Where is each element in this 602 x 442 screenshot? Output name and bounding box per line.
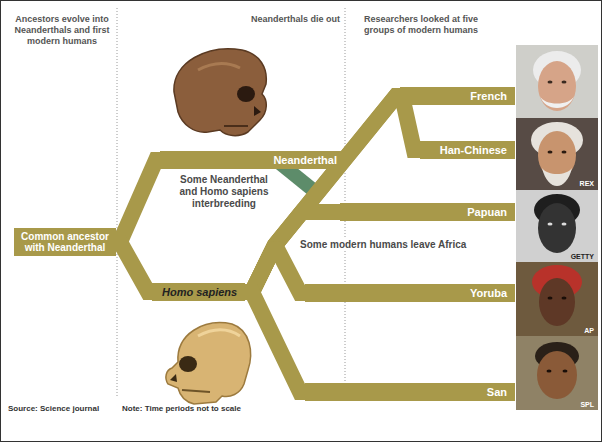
beard xyxy=(540,96,574,108)
face xyxy=(537,351,577,399)
eye xyxy=(548,297,553,300)
clade-band: Neanderthal xyxy=(160,151,345,169)
header-note: Ancestors evolve into Neanderthals and f… xyxy=(10,14,114,47)
eye xyxy=(562,81,567,84)
clade-band: Homo sapiens xyxy=(152,283,245,301)
photo-credit: GETTY xyxy=(520,252,594,261)
time-divider xyxy=(117,8,118,398)
branch-line xyxy=(116,160,160,242)
photo-ground xyxy=(516,336,598,410)
teeth-line xyxy=(224,125,248,127)
portrait-papuan xyxy=(516,190,598,262)
eye-socket xyxy=(179,356,197,372)
eye xyxy=(562,151,567,154)
skull-cranium xyxy=(166,323,251,404)
photo-credit: SPL xyxy=(520,400,594,409)
clade-band: French xyxy=(400,87,515,105)
band-label: Common ancestor with Neanderthal xyxy=(17,231,113,253)
eye xyxy=(548,151,553,154)
eye xyxy=(563,370,568,373)
band-label: San xyxy=(311,386,507,398)
source-note: Source: Science journal xyxy=(8,404,99,414)
source-note: Note: Time periods not to scale xyxy=(122,404,241,414)
eye xyxy=(548,223,553,226)
clade-band: Common ancestor with Neanderthal xyxy=(14,228,116,256)
nasal-cavity xyxy=(170,374,177,382)
band-label: Yoruba xyxy=(311,287,507,299)
photo-credit: REX xyxy=(520,179,594,188)
portrait-french xyxy=(516,45,598,118)
header-note: Neanderthals die out xyxy=(228,14,340,25)
branch-line xyxy=(245,292,305,392)
clade-band: Yoruba xyxy=(305,284,515,302)
clade-band: Han-Chinese xyxy=(420,141,515,159)
face xyxy=(538,61,576,111)
portrait-san xyxy=(516,336,598,410)
clade-band: Papuan xyxy=(340,203,515,221)
eye xyxy=(562,223,567,226)
face xyxy=(538,203,576,253)
band-label: Han-Chinese xyxy=(426,144,507,156)
eye-socket xyxy=(237,86,255,102)
photo-ground xyxy=(516,45,598,118)
event-note: Some modern humans leave Africa xyxy=(298,239,468,251)
photo-ground xyxy=(516,262,598,336)
clade-band: San xyxy=(305,383,515,401)
header-note: Researchers looked at five groups of mod… xyxy=(352,14,490,36)
photo-credit: AP xyxy=(520,326,594,335)
portrait-han-chinese xyxy=(516,118,598,190)
homo-sapiens-skull xyxy=(166,323,251,404)
beard xyxy=(542,168,572,186)
skull-cranium xyxy=(174,49,266,136)
teeth-line xyxy=(182,390,210,392)
branch-line xyxy=(116,242,152,292)
photo-ground xyxy=(516,190,598,262)
skull-highlight xyxy=(198,64,240,70)
band-label: Homo sapiens xyxy=(162,286,239,298)
eye xyxy=(562,297,567,300)
skull-highlight xyxy=(198,330,240,336)
branch-line xyxy=(245,212,340,292)
photo-ground xyxy=(516,118,598,190)
band-label: Neanderthal xyxy=(166,154,337,166)
eye xyxy=(547,370,552,373)
neanderthal-skull xyxy=(174,49,266,136)
portrait-yoruba xyxy=(516,262,598,336)
band-label: Papuan xyxy=(346,206,507,218)
nasal-cavity xyxy=(254,106,261,116)
branch-line xyxy=(245,96,420,292)
band-label: French xyxy=(406,90,507,102)
eye xyxy=(548,81,553,84)
face xyxy=(539,278,575,326)
event-note: Some Neanderthal and Homo sapiens interb… xyxy=(176,174,272,210)
